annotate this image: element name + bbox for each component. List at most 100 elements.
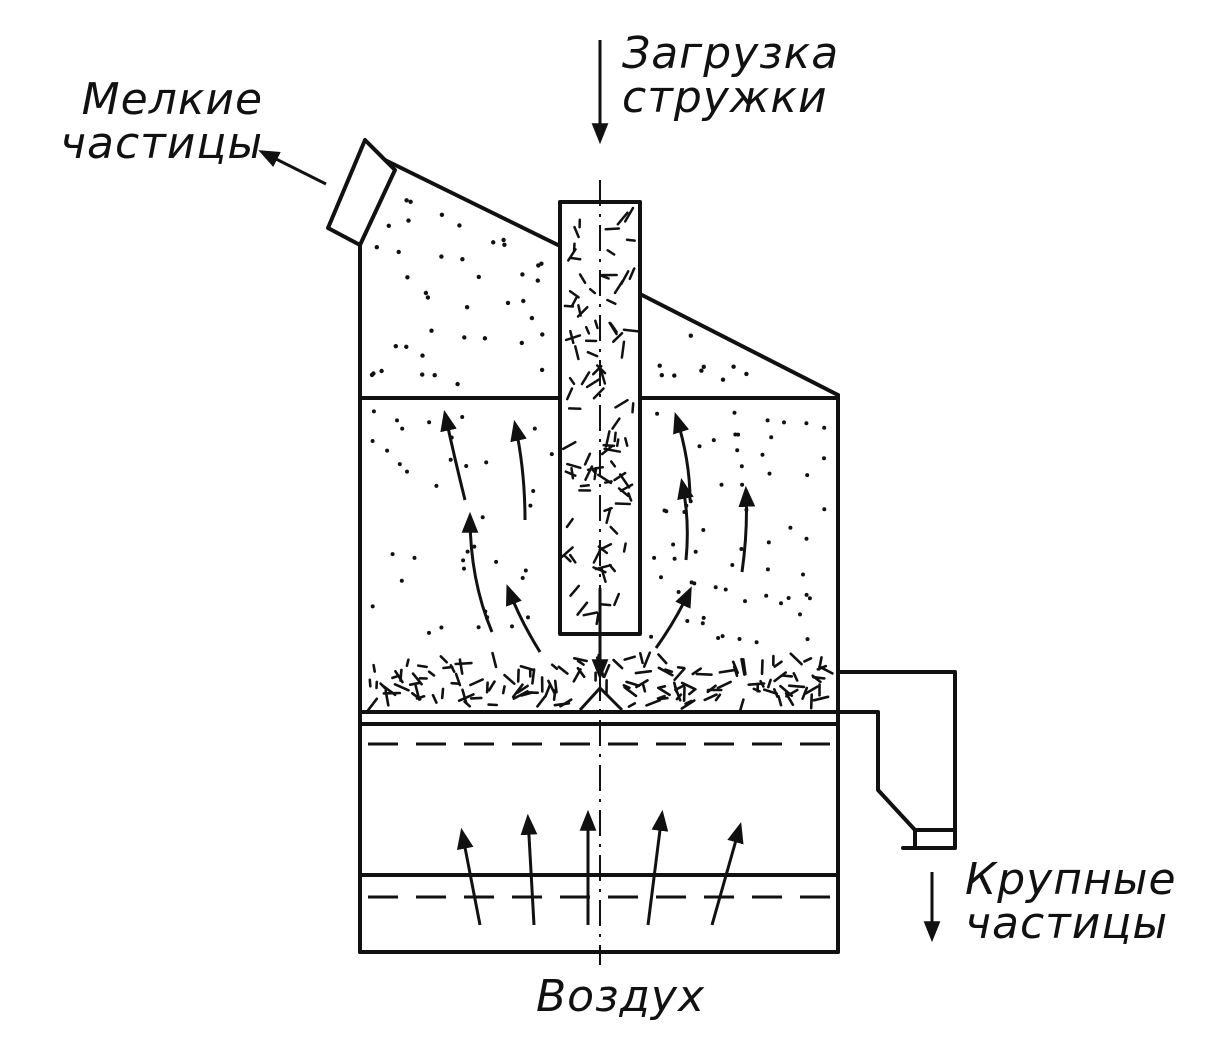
particle-chip	[572, 656, 589, 663]
particle-dot	[405, 275, 410, 280]
particle-chip	[595, 656, 600, 666]
particle-dot	[460, 257, 465, 262]
particle-chip	[543, 683, 552, 699]
particle-chip	[605, 507, 612, 525]
particle-dot	[439, 254, 444, 259]
particle-dot	[737, 637, 742, 641]
particle-chip	[595, 364, 607, 375]
particle-dot	[720, 377, 726, 382]
particle-chip	[792, 671, 799, 682]
particle-dot	[733, 432, 738, 437]
particle-chip	[614, 502, 632, 506]
particle-chip	[564, 470, 577, 477]
particle-dot	[711, 438, 716, 443]
particle-dot	[549, 452, 554, 457]
particle-dot	[464, 305, 470, 310]
particle-dot	[491, 240, 496, 245]
particle-chip	[564, 555, 572, 563]
particle-dot	[662, 508, 667, 513]
air-label: Воздух	[536, 971, 706, 1022]
particle-dot	[739, 547, 744, 551]
particle-chip	[553, 679, 558, 694]
particle-dot	[374, 245, 379, 250]
particle-chip	[777, 694, 783, 707]
particle-chip	[627, 702, 637, 708]
particle-dot	[798, 612, 802, 617]
particle-dot	[423, 290, 429, 296]
particle-chip	[603, 506, 613, 513]
particle-chip	[663, 668, 674, 674]
particle-chip	[440, 687, 445, 700]
particle-chip	[784, 691, 795, 707]
particle-chip	[559, 698, 573, 708]
particle-chip	[606, 298, 617, 306]
particle-chip	[599, 668, 605, 679]
particle-chip	[672, 681, 678, 694]
particle-chip	[609, 525, 619, 535]
particle-chip	[716, 680, 732, 690]
particle-dot	[760, 452, 765, 457]
particle-chip	[592, 387, 605, 400]
particle-dot	[501, 237, 506, 243]
particle-chip	[565, 517, 574, 529]
particle-chip	[604, 227, 621, 231]
particle-dot	[370, 439, 375, 443]
particle-dot	[655, 411, 660, 416]
particle-chip	[609, 322, 618, 334]
particle-dot	[805, 637, 810, 642]
particle-dot	[529, 315, 535, 321]
particle-chip	[372, 663, 377, 673]
particle-dot	[427, 630, 431, 635]
particle-chip	[656, 684, 667, 690]
particle-chip	[439, 655, 449, 664]
particle-dot	[385, 448, 390, 453]
particles	[366, 198, 834, 713]
particle-dot	[404, 198, 409, 203]
particle-dot	[804, 592, 809, 597]
particle-dot	[652, 555, 657, 560]
particle-dot	[476, 625, 481, 630]
particle-chip	[812, 695, 830, 702]
particle-chip	[817, 656, 823, 671]
particle-dot	[370, 604, 375, 609]
particle-dot	[713, 585, 718, 590]
particle-chip	[579, 484, 590, 488]
particle-chip	[368, 678, 372, 688]
particle-dot	[732, 410, 737, 415]
particle-chip	[597, 653, 602, 667]
particle-chip	[773, 660, 783, 668]
particle-dot	[807, 596, 812, 601]
particle-chip	[625, 238, 636, 242]
particle-dot	[420, 353, 425, 358]
particle-dot	[782, 420, 786, 425]
particle-dot	[439, 212, 445, 217]
particle-chip	[568, 256, 582, 261]
particle-chip	[582, 611, 599, 617]
particle-dot	[396, 249, 401, 255]
particle-chip	[560, 546, 574, 559]
particle-chip	[574, 345, 580, 361]
particle-chip	[583, 452, 592, 466]
particle-dot	[420, 372, 425, 377]
particle-dot	[689, 580, 694, 585]
particle-chip	[411, 672, 423, 686]
particle-dot	[672, 373, 677, 378]
particle-dot	[822, 425, 827, 430]
particle-dot	[788, 525, 793, 530]
particle-dot	[740, 482, 745, 487]
spreader-cone	[578, 685, 624, 712]
particle-dot	[520, 576, 525, 580]
particle-chip	[732, 665, 739, 678]
particle-chip	[612, 331, 624, 343]
particle-dot	[393, 344, 398, 349]
particle-dot	[520, 272, 525, 277]
particle-chip	[603, 447, 622, 453]
particle-dot	[485, 615, 490, 620]
particle-dot	[432, 373, 437, 378]
particle-chip	[645, 698, 662, 707]
particle-chip	[569, 329, 575, 345]
particle-dot	[532, 426, 537, 431]
particle-dot	[408, 199, 413, 204]
particle-chip	[503, 673, 516, 686]
particle-chip	[606, 249, 616, 256]
